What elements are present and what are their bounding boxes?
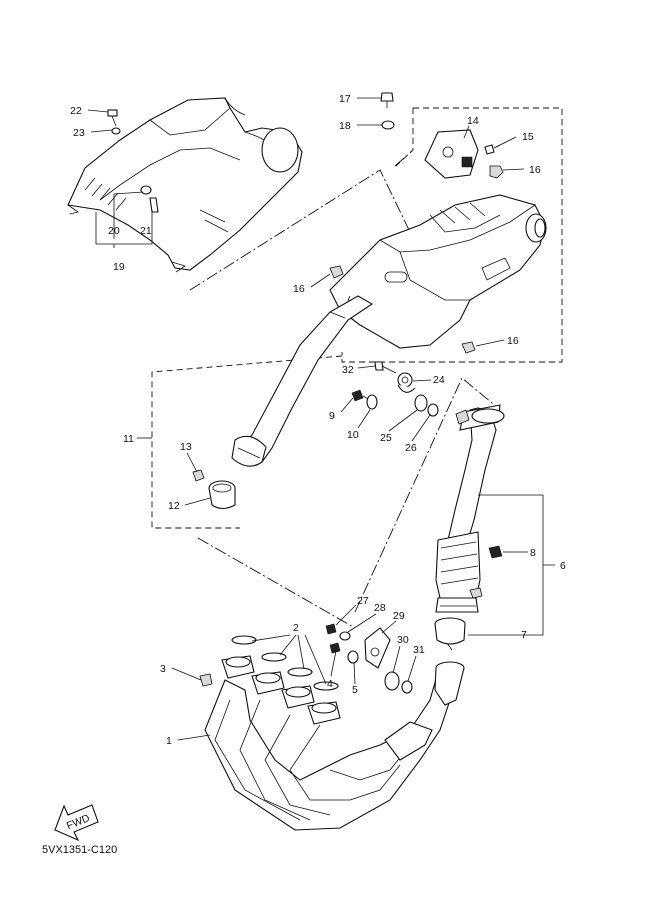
label-30: 30	[397, 634, 409, 646]
label-26: 26	[405, 442, 417, 454]
nut-16-left	[329, 265, 344, 279]
label-14: 14	[467, 115, 479, 127]
nut-16-bottom	[461, 341, 476, 354]
washer-25	[414, 394, 428, 412]
label-29: 29	[393, 610, 405, 622]
label-21: 21	[140, 225, 152, 237]
bolt-4	[329, 642, 341, 654]
label-8: 8	[530, 547, 536, 559]
label-22: 22	[70, 105, 82, 117]
label-24: 24	[433, 374, 445, 386]
label-16-right: 16	[529, 164, 541, 176]
label-16-left: 16	[293, 283, 305, 295]
label-31: 31	[413, 644, 425, 656]
label-28: 28	[374, 602, 386, 614]
bolt-22	[107, 109, 118, 127]
label-10: 10	[347, 429, 359, 441]
muffler-group-outline	[341, 107, 563, 363]
muffler	[329, 194, 547, 349]
nut-16-right	[489, 165, 504, 179]
label-5: 5	[352, 684, 358, 696]
washer-20	[140, 185, 152, 195]
label-16-bottom: 16	[507, 335, 519, 347]
exhaust-pipe	[231, 295, 374, 467]
dashdot-cover-to-muffler	[189, 169, 411, 291]
label-23: 23	[73, 127, 85, 139]
nut-3	[199, 673, 213, 687]
label-17: 17	[339, 93, 351, 105]
grommet-26	[427, 403, 439, 417]
label-18: 18	[339, 120, 351, 132]
washer-5	[347, 650, 359, 664]
gasket-12	[208, 480, 236, 510]
bolt-13	[192, 469, 205, 482]
dash-link-upper	[395, 108, 414, 167]
exhaust-header	[204, 655, 465, 831]
label-19: 19	[113, 261, 125, 273]
label-6: 6	[560, 560, 566, 572]
dashdot-muffler-right	[394, 149, 414, 167]
grommet-30	[384, 671, 400, 691]
label-11: 11	[123, 433, 134, 445]
label-25: 25	[380, 432, 392, 444]
washer-18	[381, 120, 395, 130]
gasket-2-set	[231, 635, 339, 691]
washer-10	[366, 394, 378, 410]
diagram-code: 5VX1351-C120	[42, 844, 117, 856]
joint-pipe-assembly	[435, 404, 505, 613]
dashdot-pipe-to-header	[197, 537, 356, 629]
label-20: 20	[108, 225, 120, 237]
label-4: 4	[327, 678, 333, 690]
collar-31	[401, 680, 413, 694]
muffler-bracket-14	[424, 129, 479, 179]
clamp-24	[397, 372, 416, 393]
label-9: 9	[329, 410, 335, 422]
bolt-32	[374, 361, 397, 374]
label-15: 15	[522, 131, 534, 143]
dashdot-joint-line	[354, 377, 499, 613]
label-2: 2	[293, 622, 299, 634]
washer-28	[339, 631, 351, 641]
leader-lines	[87, 97, 555, 741]
collar-21	[149, 197, 159, 213]
exhaust-pipe-group-outline	[151, 355, 343, 529]
label-32: 32	[342, 364, 354, 376]
label-1: 1	[166, 735, 172, 747]
bracket-29	[364, 627, 391, 669]
label-3: 3	[160, 663, 166, 675]
bolt-8	[488, 545, 503, 559]
gasket-7	[434, 617, 466, 645]
bolt-17	[380, 92, 394, 108]
label-13: 13	[180, 441, 192, 453]
washer-23	[111, 127, 121, 135]
label-7: 7	[521, 629, 527, 641]
heat-shield-cover	[67, 97, 303, 273]
label-27: 27	[357, 595, 369, 607]
label-12: 12	[168, 500, 180, 512]
fwd-arrow-icon	[54, 804, 99, 842]
bolt-27	[325, 623, 337, 635]
part-labels: 22 23 20 21 19 17 18 14 15 16 16 16 32 2…	[70, 93, 566, 747]
bolt-9	[351, 389, 371, 402]
